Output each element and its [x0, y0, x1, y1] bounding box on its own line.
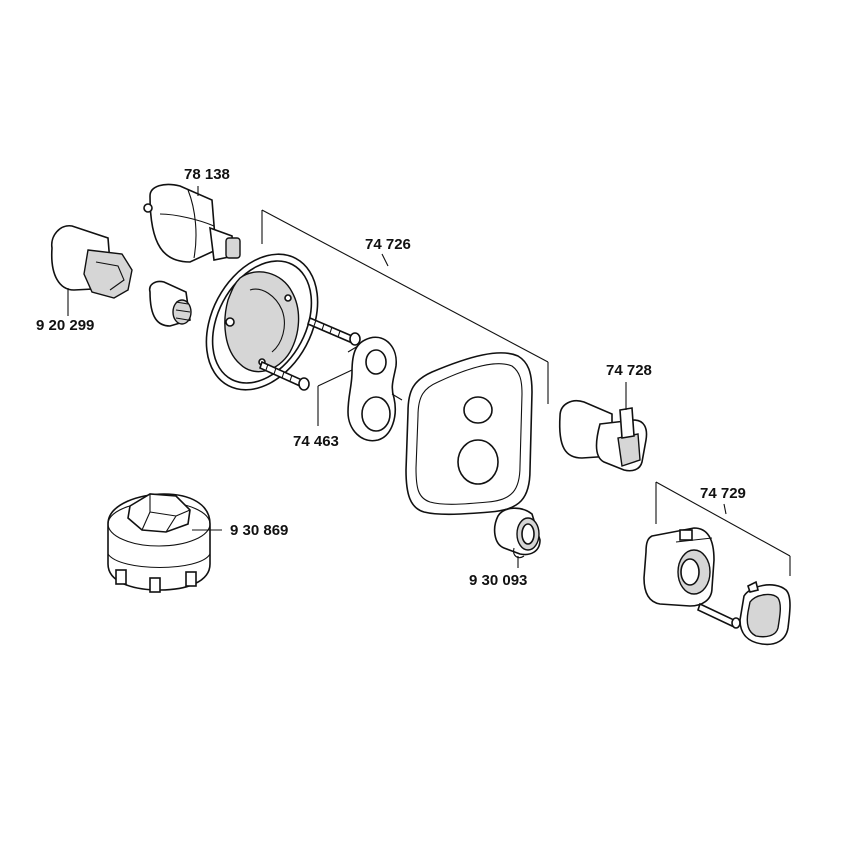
lever-part — [558, 400, 648, 472]
label-adapter: 9 30 093 — [469, 572, 528, 589]
label-lever: 74 728 — [606, 362, 652, 379]
label-gasket-screws: 74 463 — [293, 433, 339, 450]
adapter-part — [493, 507, 541, 559]
label-socket-tool: 9 30 869 — [230, 522, 289, 539]
extension-sleeve-part — [50, 225, 133, 316]
socket-tool-part — [107, 493, 211, 593]
coupler-part — [148, 280, 192, 327]
label-extension-sleeve: 9 20 299 — [36, 317, 95, 334]
handle-set-part — [643, 527, 791, 646]
label-trim-set: 74 726 — [365, 236, 411, 253]
label-handle-set: 74 729 — [700, 485, 746, 502]
gasket-part — [347, 336, 403, 442]
screws-part — [259, 316, 361, 391]
cartridge-part — [143, 183, 241, 263]
label-cartridge: 78 138 — [184, 166, 230, 183]
cover-plate-part — [405, 352, 533, 516]
leader-lines — [192, 209, 791, 576]
